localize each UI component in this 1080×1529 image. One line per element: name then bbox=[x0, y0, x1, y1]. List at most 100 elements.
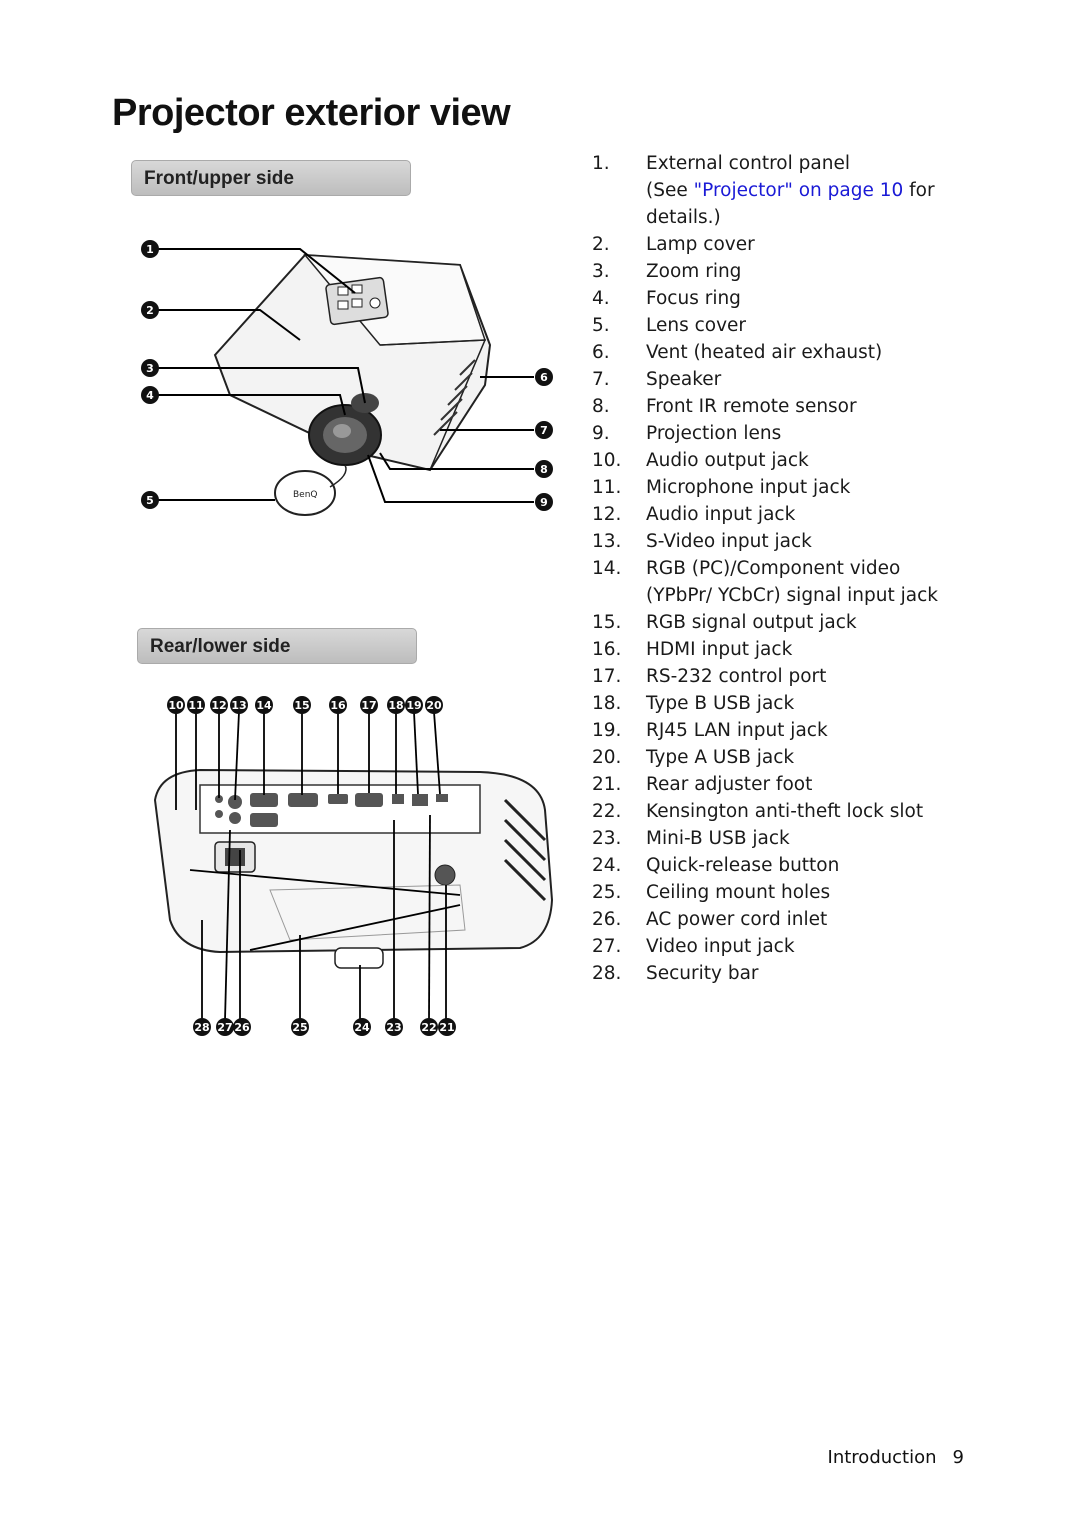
list-item: 7.Speaker bbox=[592, 369, 722, 390]
rear-bottom-callouts: 28 27 26 25 24 23 22 21 bbox=[193, 1018, 456, 1036]
list-item: 18.Type B USB jack bbox=[592, 693, 795, 714]
callout-7: 7 bbox=[535, 421, 553, 439]
page-title: Projector exterior view bbox=[112, 92, 511, 134]
list-item: 9.Projection lens bbox=[592, 423, 782, 444]
svg-text:28: 28 bbox=[194, 1021, 209, 1034]
svg-text:13: 13 bbox=[231, 699, 246, 712]
svg-text:21: 21 bbox=[439, 1021, 454, 1034]
front-upper-side-heading: Front/upper side bbox=[131, 160, 411, 196]
list-item: 26.AC power cord inlet bbox=[592, 909, 828, 930]
callout-27: 27 bbox=[216, 1018, 234, 1036]
callout-10: 10 bbox=[167, 696, 185, 714]
list-item: 15.RGB signal output jack bbox=[592, 612, 857, 633]
lens-cap-logo: BenQ bbox=[293, 490, 318, 500]
callout-11: 11 bbox=[187, 696, 205, 714]
list-item: 12.Audio input jack bbox=[592, 504, 796, 525]
svg-text:6: 6 bbox=[540, 371, 548, 384]
list-item: 24.Quick-release button bbox=[592, 855, 840, 876]
callout-2: 2 bbox=[141, 301, 159, 319]
svg-text:12: 12 bbox=[211, 699, 226, 712]
callout-8: 8 bbox=[535, 460, 553, 478]
svg-text:8: 8 bbox=[540, 463, 548, 476]
svg-text:16: 16 bbox=[330, 699, 346, 712]
svg-text:7: 7 bbox=[540, 424, 548, 437]
callout-3: 3 bbox=[141, 359, 159, 377]
list-item: 2.Lamp cover bbox=[592, 234, 755, 255]
callout-17: 17 bbox=[360, 696, 378, 714]
list-item: 22.Kensington anti-theft lock slot bbox=[592, 801, 924, 822]
callout-26: 26 bbox=[233, 1018, 251, 1036]
svg-text:10: 10 bbox=[168, 699, 184, 712]
page-footer: Introduction 9 bbox=[828, 1447, 964, 1468]
list-item: 1.External control panel bbox=[592, 153, 850, 174]
callout-13: 13 bbox=[230, 696, 248, 714]
list-item: 23.Mini-B USB jack bbox=[592, 828, 790, 849]
svg-text:27: 27 bbox=[217, 1021, 232, 1034]
list-item: 3.Zoom ring bbox=[592, 261, 742, 282]
list-item-note: details.) bbox=[646, 207, 721, 228]
svg-text:4: 4 bbox=[146, 389, 154, 402]
svg-text:26: 26 bbox=[234, 1021, 250, 1034]
callout-6: 6 bbox=[535, 368, 553, 386]
svg-text:14: 14 bbox=[256, 699, 272, 712]
list-item: 11.Microphone input jack bbox=[592, 477, 851, 498]
svg-text:3: 3 bbox=[146, 362, 154, 375]
callout-5: 5 bbox=[141, 491, 159, 509]
list-item: 20.Type A USB jack bbox=[592, 747, 795, 768]
list-item: 27.Video input jack bbox=[592, 936, 795, 957]
callout-19: 19 bbox=[405, 696, 423, 714]
svg-text:15: 15 bbox=[294, 699, 309, 712]
list-item-note: (YPbPr/ YCbCr) signal input jack bbox=[646, 585, 938, 606]
svg-text:11: 11 bbox=[188, 699, 203, 712]
svg-text:2: 2 bbox=[146, 304, 154, 317]
list-item: 13.S-Video input jack bbox=[592, 531, 812, 552]
svg-text:25: 25 bbox=[292, 1021, 307, 1034]
list-item: 6.Vent (heated air exhaust) bbox=[592, 342, 883, 363]
list-item: 28.Security bar bbox=[592, 963, 759, 984]
svg-text:1: 1 bbox=[146, 243, 154, 256]
svg-text:5: 5 bbox=[146, 494, 154, 507]
front-upper-side-illustration: BenQ 1 2 3 4 5 6 7 8 9 bbox=[141, 240, 553, 516]
list-item: 16.HDMI input jack bbox=[592, 639, 793, 660]
svg-text:24: 24 bbox=[354, 1021, 370, 1034]
svg-text:9: 9 bbox=[540, 496, 548, 509]
callout-25: 25 bbox=[291, 1018, 309, 1036]
callout-28: 28 bbox=[193, 1018, 211, 1036]
callout-1: 1 bbox=[141, 240, 159, 258]
footer-section: Introduction bbox=[827, 1447, 937, 1468]
list-item: 8.Front IR remote sensor bbox=[592, 396, 857, 417]
rear-top-callouts: 10 11 12 13 14 15 16 17 18 19 20 bbox=[167, 696, 443, 714]
callout-15: 15 bbox=[293, 696, 311, 714]
projector-page-link[interactable]: "Projector" on page 10 bbox=[693, 180, 904, 201]
list-item-note: (See "Projector" on page 10 for bbox=[646, 180, 935, 201]
list-item: 10.Audio output jack bbox=[592, 450, 809, 471]
callout-9: 9 bbox=[535, 493, 553, 511]
callout-16: 16 bbox=[329, 696, 347, 714]
list-item: 14.RGB (PC)/Component video bbox=[592, 558, 901, 579]
list-item: 5.Lens cover bbox=[592, 315, 747, 336]
callout-21: 21 bbox=[438, 1018, 456, 1036]
callout-14: 14 bbox=[255, 696, 273, 714]
svg-text:18: 18 bbox=[388, 699, 403, 712]
callout-22: 22 bbox=[420, 1018, 438, 1036]
svg-text:17: 17 bbox=[361, 699, 376, 712]
list-item: 25.Ceiling mount holes bbox=[592, 882, 831, 903]
rear-lower-side-heading: Rear/lower side bbox=[137, 628, 417, 664]
list-item: 4.Focus ring bbox=[592, 288, 741, 309]
callout-23: 23 bbox=[385, 1018, 403, 1036]
list-item: 19.RJ45 LAN input jack bbox=[592, 720, 828, 741]
svg-text:20: 20 bbox=[426, 699, 442, 712]
callout-4: 4 bbox=[141, 386, 159, 404]
callout-20: 20 bbox=[425, 696, 443, 714]
svg-text:23: 23 bbox=[386, 1021, 401, 1034]
callout-24: 24 bbox=[353, 1018, 371, 1036]
parts-list: 1.External control panel (See "Projector… bbox=[592, 150, 1062, 987]
rear-lower-side-illustration: 10 11 12 13 14 15 16 17 18 19 20 28 27 2… bbox=[153, 696, 554, 1036]
svg-text:19: 19 bbox=[406, 699, 421, 712]
callout-18: 18 bbox=[387, 696, 405, 714]
page-number: 9 bbox=[952, 1447, 964, 1468]
svg-text:22: 22 bbox=[421, 1021, 436, 1034]
list-item: 21.Rear adjuster foot bbox=[592, 774, 813, 795]
front-callouts: 1 2 3 4 5 6 7 8 9 bbox=[141, 240, 553, 511]
callout-12: 12 bbox=[210, 696, 228, 714]
